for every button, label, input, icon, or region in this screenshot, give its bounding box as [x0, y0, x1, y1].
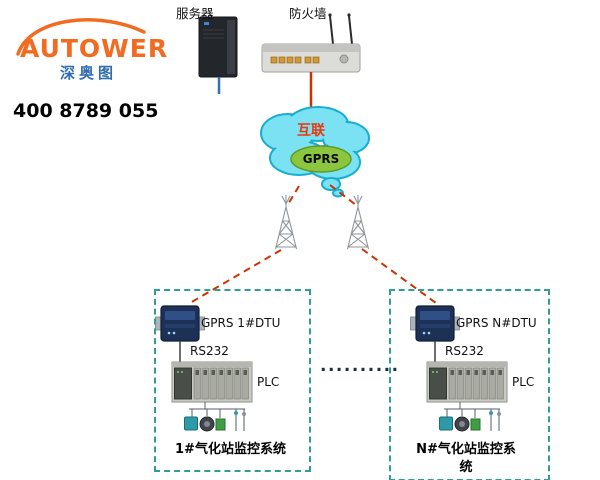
cloud-antenna-link-right [329, 184, 357, 206]
serial-label-n: RS232 [445, 344, 484, 358]
gprs-badge-label: GPRS [302, 152, 340, 166]
flowmeter-icon [439, 416, 453, 431]
field-instruments-right [439, 411, 501, 432]
brand-subtitle: 深奥图 [60, 64, 118, 82]
station-box-1 [154, 289, 311, 472]
server-label: 服务器 [176, 6, 214, 21]
server-icon [198, 16, 238, 78]
internet-cloud-icon [260, 106, 370, 198]
cloud-label: 互联 [297, 123, 325, 139]
antenna-dtu-link-left [189, 249, 282, 304]
sensor-icon [215, 418, 226, 431]
antenna-dtu-link-right [361, 248, 437, 304]
gprs-badge [290, 145, 352, 173]
antenna-tower-icon-left [274, 195, 298, 250]
instrument-bus-right [444, 402, 500, 418]
dtu-icon-left [155, 305, 205, 342]
dtu-label-n: GPRS N#DTU [456, 316, 537, 330]
phone-number: 400 8789 055 [13, 100, 159, 122]
firewall-label: 防火墙 [289, 6, 327, 21]
ethernet-ports-icon [270, 56, 320, 64]
brand-logo: AUTOWER 深奥图 [12, 12, 167, 82]
plc-icon-left [171, 361, 253, 403]
firewall-icon [261, 13, 361, 73]
field-instruments-left [184, 411, 246, 432]
station-caption-1: 1#气化站监控系统 [175, 442, 286, 457]
instrument-bus-left [189, 402, 245, 418]
flowmeter-icon [184, 416, 198, 431]
plc-label-n: PLC [512, 375, 535, 389]
station-graphics-left [155, 305, 253, 432]
plc-icon-right [426, 361, 508, 403]
dtu-label-1: GPRS 1#DTU [201, 316, 281, 330]
serial-label-1: RS232 [190, 344, 229, 358]
sensor-icon [470, 418, 481, 431]
station-graphics-right [410, 305, 508, 432]
antenna-tower-icon-right [346, 195, 370, 250]
brand-arc-icon [16, 18, 146, 56]
cloud-antenna-link-left [286, 185, 300, 207]
plc-label-1: PLC [257, 375, 280, 389]
brand-name: AUTOWER [20, 34, 169, 63]
dtu-icon-right [410, 305, 460, 342]
stations-ellipsis: .......... [320, 356, 400, 376]
station-caption-n: N#气化站监控系统 [416, 442, 516, 475]
